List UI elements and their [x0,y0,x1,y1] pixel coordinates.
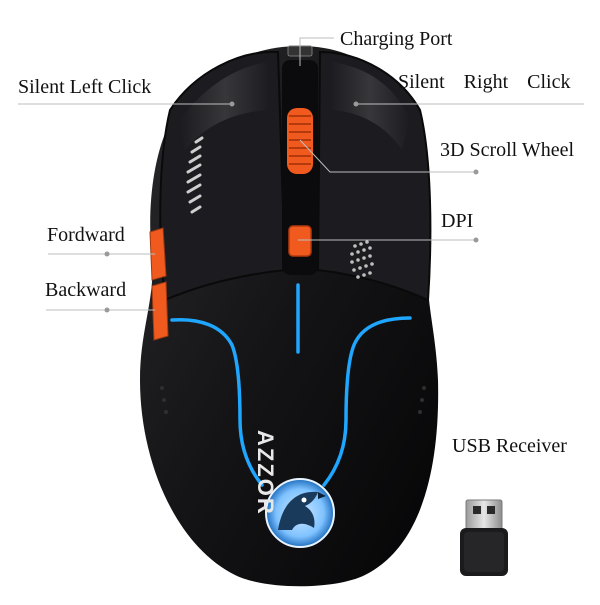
eagle-logo-icon [265,478,335,548]
gloss-highlight [180,62,270,150]
scroll-wheel[interactable] [287,108,313,174]
dpi-button[interactable] [288,225,312,257]
side-texture [160,386,426,414]
vent-dots [350,240,374,279]
label-scroll-wheel: 3D Scroll Wheel [440,139,575,161]
brand-logo-text: AZZOR [253,430,278,516]
leader-dots [104,101,479,313]
label-silent-right-click: Silent Right Click [398,71,571,93]
label-backward: Backward [45,279,127,301]
backward-button[interactable] [151,281,169,341]
usb-receiver-icon [460,499,508,576]
blue-accent-lines [170,283,412,487]
leader-lines [18,37,584,311]
gloss-highlight [330,62,410,150]
grip-dashes [186,136,204,214]
label-forward: Fordward [47,224,125,246]
label-usb-receiver: USB Receiver [452,435,567,457]
label-silent-left-click: Silent Left Click [18,76,152,98]
label-dpi: DPI [441,210,474,232]
label-charging-port: Charging Port [340,28,453,50]
forward-button[interactable] [149,227,167,281]
mouse-illustration [140,45,439,587]
